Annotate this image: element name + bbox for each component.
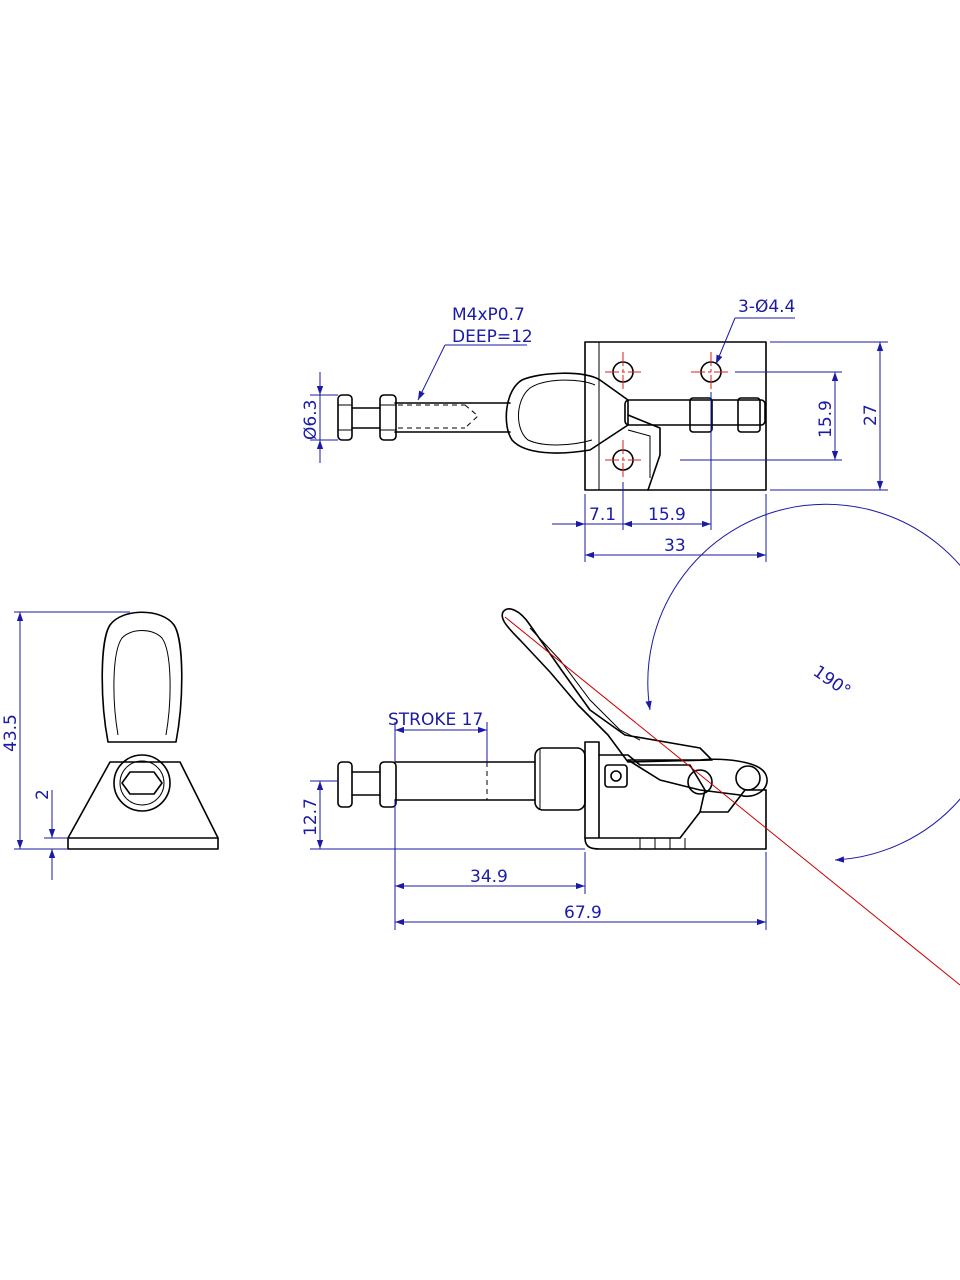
dim-plunger-diameter: Ø6.3 xyxy=(301,400,321,440)
top-view-dimensions xyxy=(310,317,888,562)
handle-angle-construction xyxy=(504,503,960,986)
dim-edge-to-hole: 7.1 xyxy=(589,505,616,525)
dim-overall-height: 43.5 xyxy=(1,714,21,752)
dim-overall-length: 67.9 xyxy=(564,903,602,923)
thread-note-line1: M4xP0.7 xyxy=(452,305,525,325)
dim-base-thickness: 2 xyxy=(33,789,53,800)
dim-hole-spacing-horizontal: 15.9 xyxy=(648,505,686,525)
thread-note-line2: DEEP=12 xyxy=(452,327,533,347)
mounting-hole-bottom xyxy=(605,440,641,480)
mounting-hole-top-left xyxy=(605,352,641,392)
end-view xyxy=(67,611,219,850)
dim-hole-spacing-vertical: 15.9 xyxy=(816,400,836,438)
end-view-dimensions xyxy=(14,611,130,880)
holes-note: 3-Ø4.4 xyxy=(738,297,795,317)
dim-base-length: 33 xyxy=(664,536,686,556)
dim-handle-angle: 190° xyxy=(809,662,854,702)
dim-plunger-height: 12.7 xyxy=(301,798,321,836)
top-view xyxy=(337,341,767,491)
dim-plunger-reach: 34.9 xyxy=(470,867,508,887)
side-view-dimensions xyxy=(310,722,767,930)
dim-stroke: STROKE 17 xyxy=(388,710,483,730)
dim-base-height: 27 xyxy=(861,404,881,426)
mounting-hole-top-right xyxy=(691,352,731,392)
